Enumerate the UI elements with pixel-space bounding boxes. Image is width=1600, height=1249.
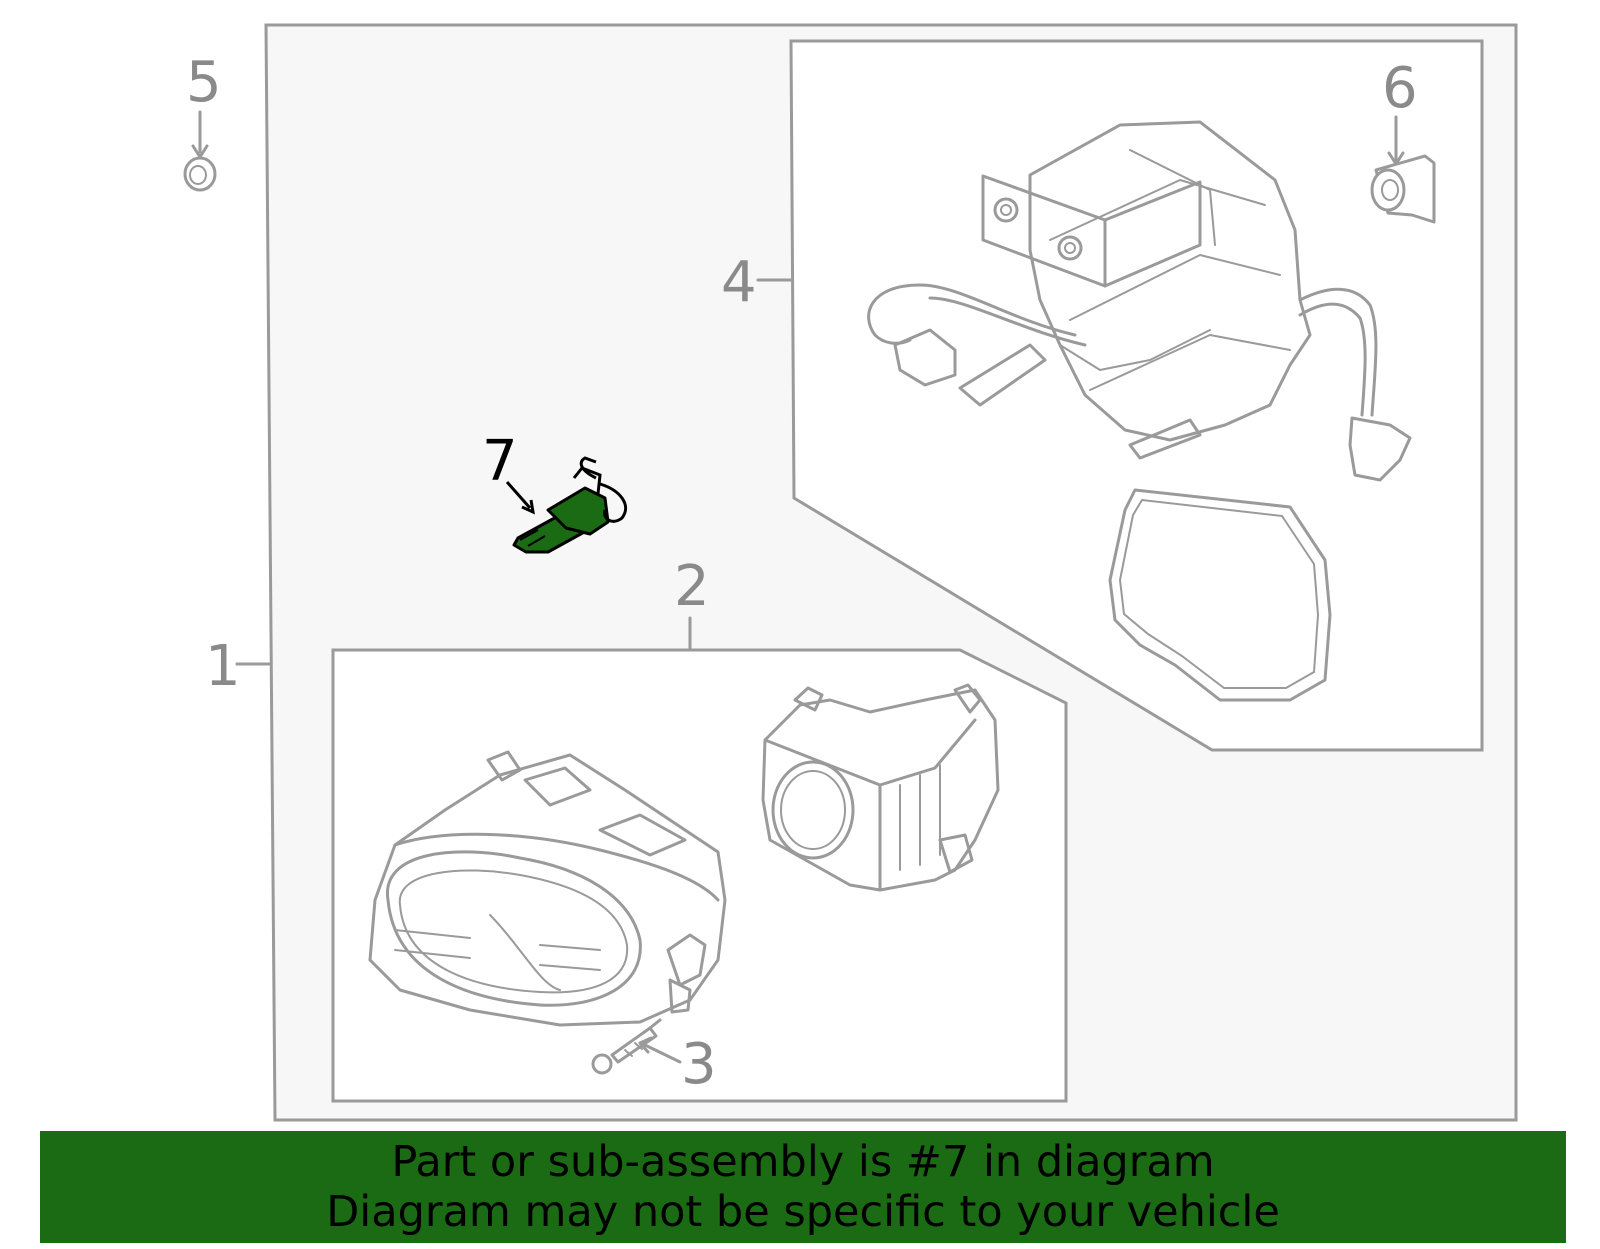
part-4-housing[interactable]: [867, 120, 1412, 482]
callout-7: 7: [482, 429, 518, 494]
part-5-nut[interactable]: [183, 110, 217, 192]
callout-6: 6: [1382, 56, 1418, 121]
part-2-headlamp[interactable]: [368, 683, 1000, 1027]
part-3-screw[interactable]: [591, 1018, 682, 1075]
part-6-socket[interactable]: [1370, 115, 1436, 224]
part-7-bulb[interactable]: [512, 456, 628, 554]
subpanel-part-4: [789, 39, 1484, 752]
callout-3: 3: [681, 1032, 717, 1097]
callout-4: 4: [721, 250, 757, 315]
info-banner: Part or sub-assembly is #7 in diagram Di…: [40, 1131, 1566, 1243]
arrow-7: [505, 481, 535, 515]
banner-line-2: Diagram may not be specific to your vehi…: [326, 1187, 1280, 1237]
callout-5: 5: [186, 50, 222, 115]
part-4-gasket: [1108, 488, 1332, 702]
callout-2: 2: [674, 554, 710, 619]
banner-line-1: Part or sub-assembly is #7 in diagram: [391, 1137, 1215, 1187]
callout-1: 1: [205, 634, 241, 699]
